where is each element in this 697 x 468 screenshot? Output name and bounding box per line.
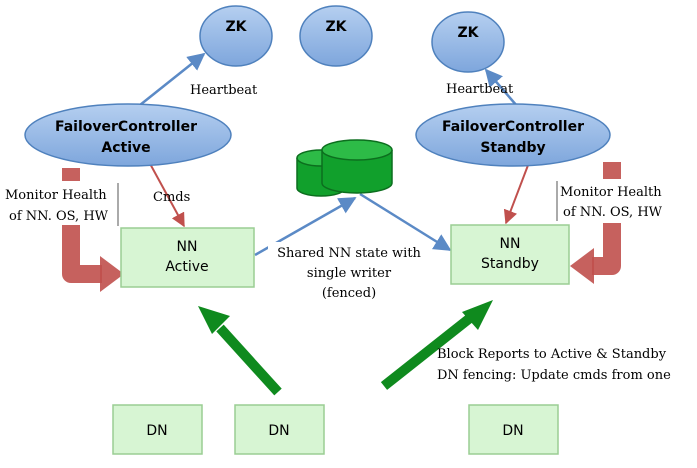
failover-controller-active-name: FailoverController: [55, 119, 197, 135]
datanode-3: DN: [468, 404, 559, 455]
datanode-2-label: DN: [268, 423, 289, 439]
block-reports-label-line2: DN fencing: Update cmds from one: [437, 368, 671, 383]
monitor-arrow-right-head: [570, 248, 594, 284]
datanode-2: DN: [234, 404, 325, 455]
shared-state-label-line2: single writer: [307, 266, 392, 281]
namenode-standby-state: Standby: [481, 256, 539, 272]
monitor-label-right-bg: [557, 179, 677, 223]
zk-node-2-label: ZK: [326, 19, 348, 35]
datanode-1-label: DN: [146, 423, 167, 439]
block-reports-label-line1: Block Reports to Active & Standby: [437, 347, 667, 362]
heartbeat-arrow-left: [139, 52, 206, 106]
datanode-3-label: DN: [502, 423, 523, 439]
datanode-1: DN: [112, 404, 203, 455]
monitor-label-left-line1: Monitor Health: [5, 188, 107, 203]
zk-node-1: ZK: [199, 5, 273, 67]
monitor-label-left-bg: [4, 181, 118, 225]
namenode-active: NN Active: [120, 227, 255, 288]
shared-state-label-line3: (fenced): [322, 286, 376, 301]
shared-state-arrow-standby: [359, 192, 452, 252]
heartbeat-label-right: Heartbeat: [446, 82, 514, 97]
zk-node-3-label: ZK: [458, 25, 480, 41]
shared-state-label-line1: Shared NN state with: [277, 246, 421, 261]
namenode-standby-name: NN: [500, 236, 521, 252]
monitor-label-left-line2: of NN. OS, HW: [9, 209, 109, 224]
namenode-active-state: Active: [165, 259, 208, 275]
failover-controller-active-state: Active: [101, 140, 150, 156]
heartbeat-label-left: Heartbeat: [190, 83, 258, 98]
cmds-arrow: [147, 159, 185, 228]
shared-state-label-bg: [268, 242, 432, 304]
block-report-arrow-left: [198, 306, 282, 396]
namenode-active-name: NN: [177, 239, 198, 255]
zk-node-2: ZK: [299, 5, 373, 67]
shared-storage-disk-icon: [296, 139, 393, 197]
monitor-label-right-line1: Monitor Health: [560, 185, 662, 200]
heartbeat-arrow-right: [484, 68, 518, 107]
failover-controller-standby-state: Standby: [480, 140, 545, 156]
zk-node-3: ZK: [431, 11, 505, 73]
namenode-standby: NN Standby: [450, 224, 570, 285]
monitor-label-right-line2: of NN. OS, HW: [563, 205, 663, 220]
cmds-label: Cmds: [153, 190, 190, 205]
zk-node-1-label: ZK: [226, 19, 248, 35]
standby-cmds-arrow: [503, 159, 531, 225]
monitor-arrow-left-head: [100, 256, 124, 292]
failover-controller-standby-name: FailoverController: [442, 119, 584, 135]
failover-controller-standby: FailoverController Standby: [415, 103, 611, 167]
failover-controller-active: FailoverController Active: [24, 103, 232, 167]
block-report-arrow-right: [380, 300, 493, 390]
